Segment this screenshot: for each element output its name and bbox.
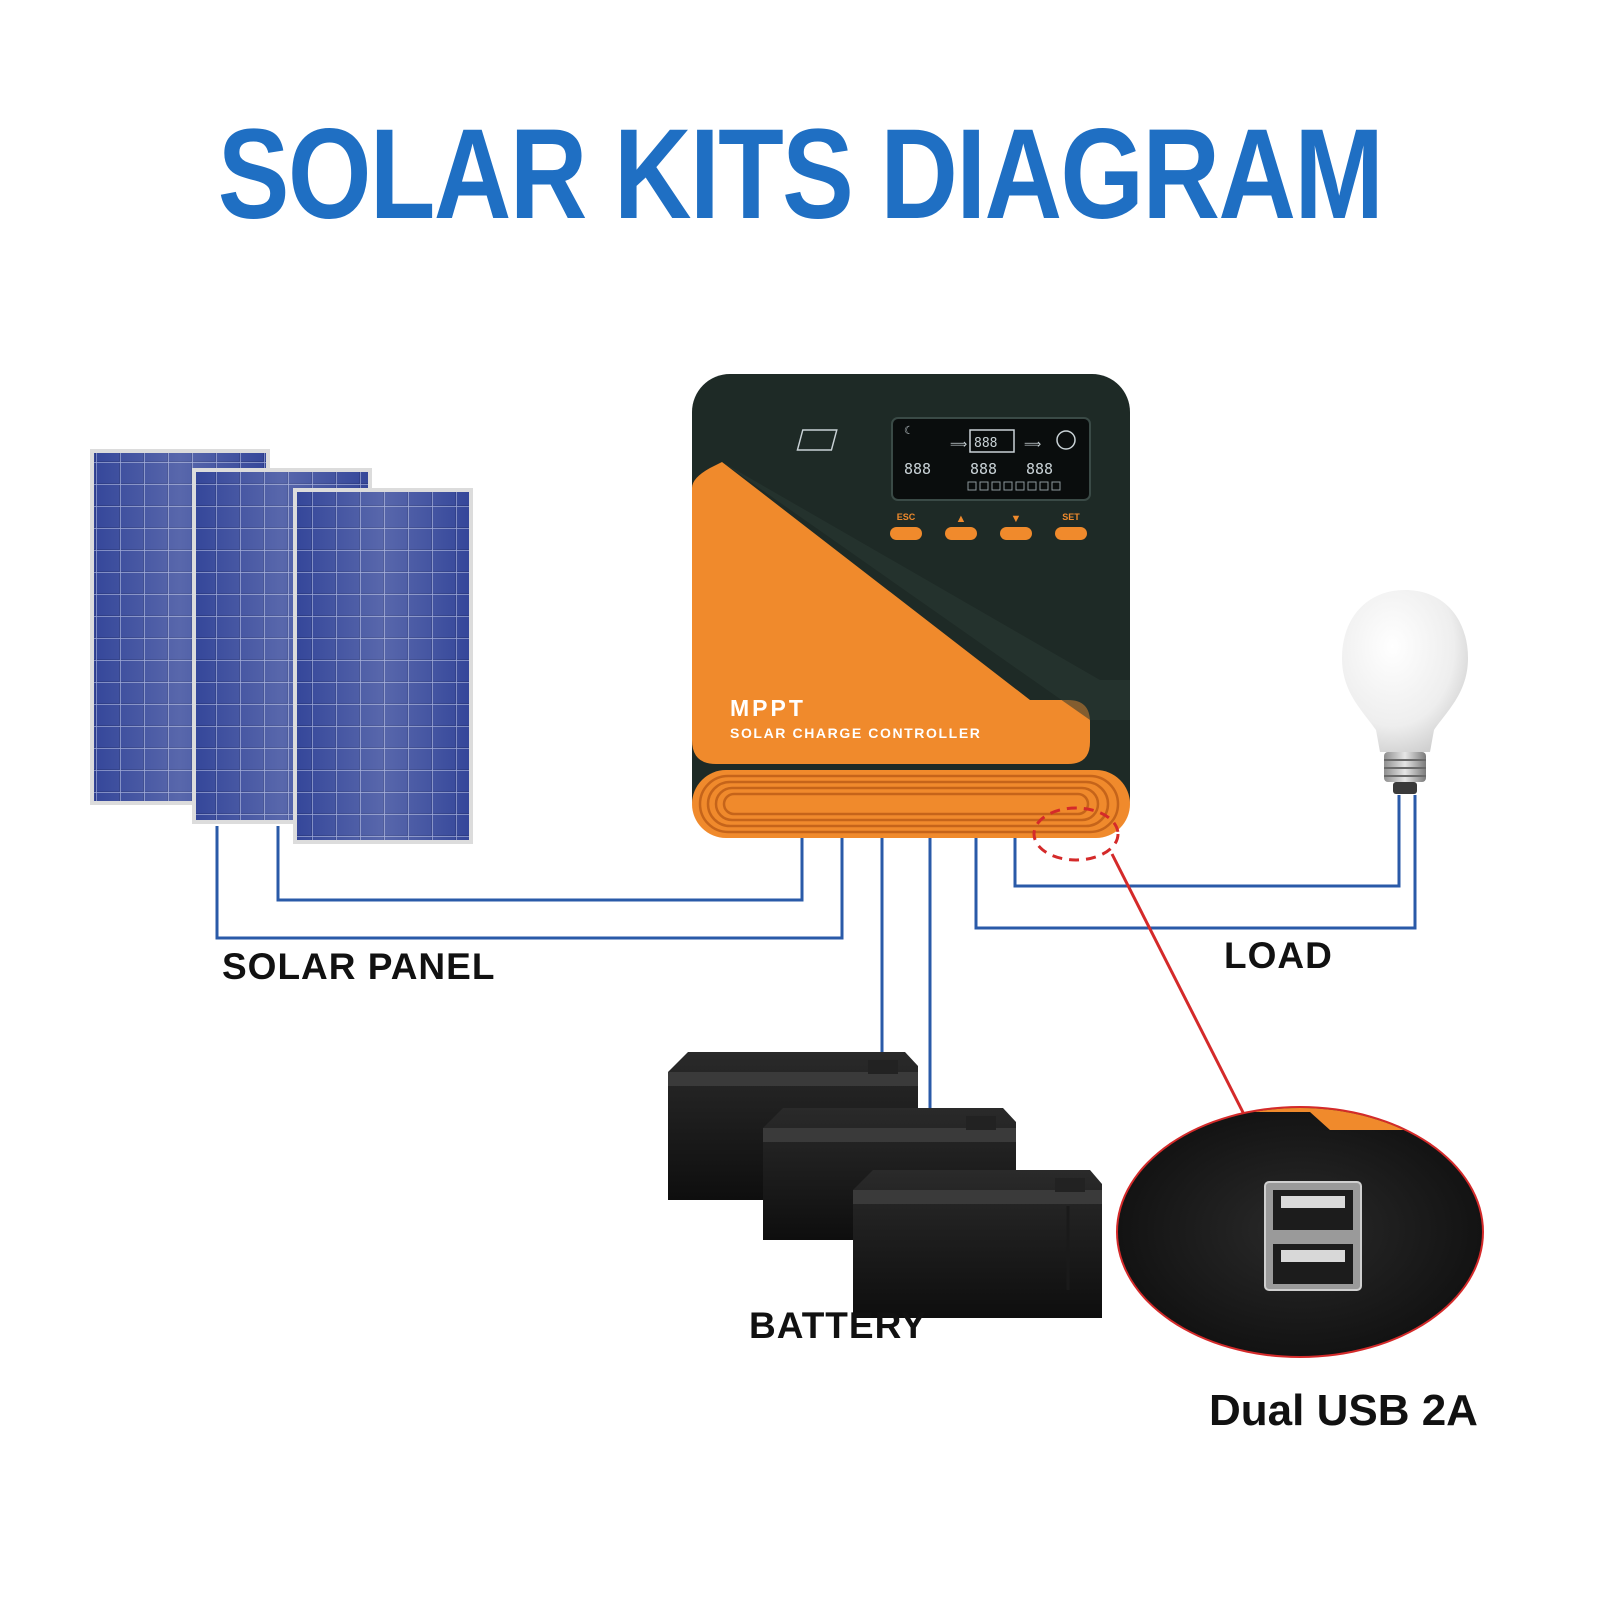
battery-label: BATTERY — [749, 1305, 927, 1346]
charge-controller: MPPT SOLAR CHARGE CONTROLLER ☾ ⟹ 888 ⟹ 8… — [692, 374, 1130, 838]
usb-callout — [1032, 806, 1484, 1358]
esc-button-label: ESC — [897, 512, 916, 522]
solar-panel-label: SOLAR PANEL — [222, 946, 496, 987]
down-button-label: ▼ — [1011, 513, 1022, 525]
lcd-panel-icon — [796, 429, 838, 451]
wiring — [215, 795, 1417, 1108]
load-wire-inner — [1013, 795, 1401, 888]
lcd-batt-digits: 888 — [970, 460, 997, 478]
solar-wire-inner — [276, 826, 804, 902]
lcd-load-digits: 888 — [1026, 460, 1053, 478]
lcd-battery-digits: 888 — [974, 436, 997, 451]
lcd-moon-icon: ☾ — [904, 424, 911, 437]
up-button-label: ▲ — [956, 513, 967, 525]
load-label: LOAD — [1224, 935, 1333, 976]
solar-wire-outer — [215, 826, 844, 940]
battery-3 — [853, 1170, 1102, 1318]
lcd-arrow-icon-1: ⟹ — [950, 437, 967, 451]
terminal-strip — [692, 770, 1130, 838]
lcd-bulb-icon — [1056, 430, 1076, 450]
page-title: SOLAR KITS DIAGRAM — [217, 103, 1384, 246]
control-buttons: ESC ▲ ▼ SET — [890, 512, 1087, 540]
lcd-battery-icon — [969, 429, 1015, 453]
usb-port-icon — [1264, 1181, 1362, 1291]
light-bulb-icon — [1342, 590, 1468, 794]
set-button-label: SET — [1062, 512, 1080, 522]
load-wire-outer — [974, 795, 1417, 930]
lcd-arrow-icon-2: ⟹ — [1024, 437, 1041, 451]
down-button[interactable]: ▼ — [1000, 513, 1032, 540]
controller-brand: MPPT — [730, 695, 806, 721]
up-button[interactable]: ▲ — [945, 513, 977, 540]
usb-highlight-marker — [1032, 806, 1120, 862]
lcd-status-cells — [967, 481, 1061, 491]
lcd-screen: ☾ ⟹ 888 ⟹ 888 888 888 — [796, 417, 1091, 501]
esc-button[interactable]: ESC — [890, 512, 922, 540]
solar-panel-3 — [293, 488, 473, 844]
usb-callout-line — [1110, 853, 1260, 1143]
solar-panel-icon — [90, 449, 473, 844]
battery-icon — [668, 1052, 1102, 1318]
lcd-pv-digits: 888 — [904, 460, 931, 478]
controller-subtitle: SOLAR CHARGE CONTROLLER — [730, 725, 981, 741]
set-button[interactable]: SET — [1055, 512, 1087, 540]
usb-label: Dual USB 2A — [1209, 1386, 1478, 1435]
